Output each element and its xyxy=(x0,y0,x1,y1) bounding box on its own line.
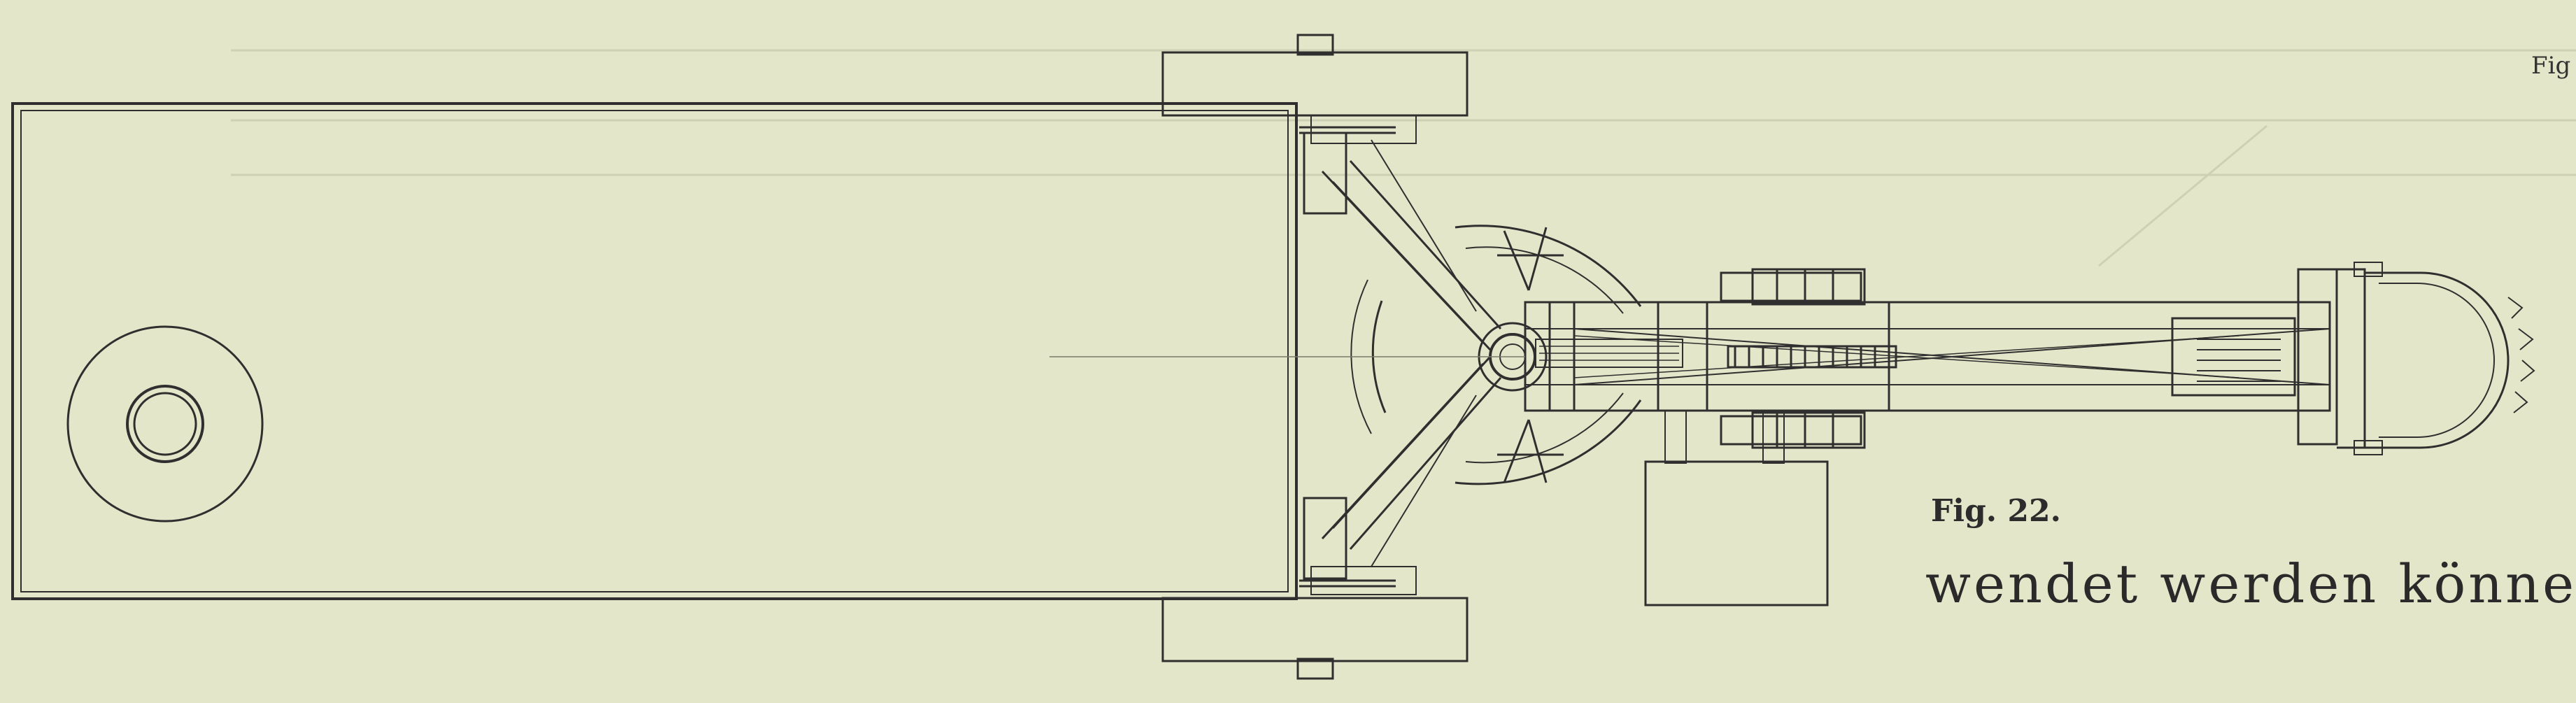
gear-train xyxy=(1727,345,1897,369)
counterweight xyxy=(1644,410,1829,606)
upper-wheel xyxy=(1161,34,1469,144)
winch-drum xyxy=(2171,268,2338,446)
figure-caption: Fig. 22. xyxy=(1931,493,2061,529)
bleed-through-lines xyxy=(231,49,2576,267)
lower-wheel xyxy=(1161,566,1469,680)
frame-braces xyxy=(1303,132,1502,580)
platform-hub xyxy=(66,325,264,523)
figure-fragment-label: Fig xyxy=(2531,52,2571,80)
bucket xyxy=(2337,262,2535,455)
boom-wheels xyxy=(1720,268,1866,449)
platform-frame xyxy=(11,102,1298,600)
body-text-line: wendet werden können. xyxy=(1925,553,2576,615)
slewing-ring xyxy=(1350,225,1642,485)
